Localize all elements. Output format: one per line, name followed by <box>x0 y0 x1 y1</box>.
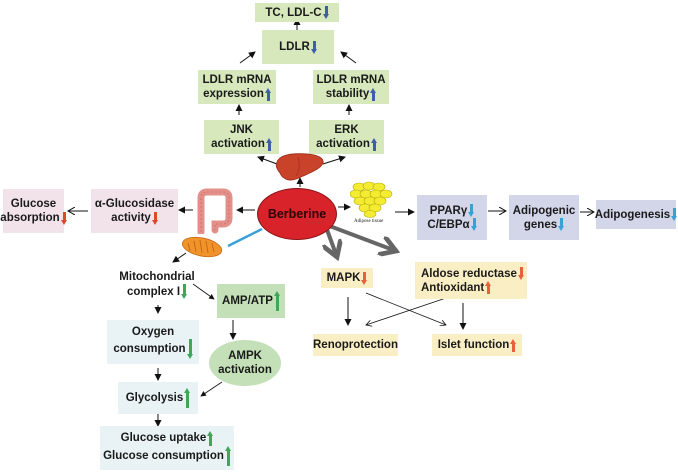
up-arrow-icon <box>273 291 280 311</box>
arrow-liver-to-erk <box>322 155 346 165</box>
up-arrow-icon <box>264 87 271 101</box>
islet-function-box: Islet function <box>432 334 522 356</box>
up-arrow-icon <box>265 137 272 151</box>
aldose-antioxidant-box: Aldose reductase Antioxidant <box>415 262 527 299</box>
up-arrow-icon <box>224 445 231 466</box>
arrow-mito-to-complex <box>172 252 187 263</box>
mitochondrial-complex-label: Mitochondrial complex I <box>119 271 195 299</box>
down-arrow-icon <box>322 6 329 19</box>
ldlr-box: LDLR <box>262 30 334 64</box>
renoprotection-box: Renoprotection <box>313 334 398 356</box>
up-arrow-icon <box>370 137 377 151</box>
adipogenic-genes-box: Adipogenic genes <box>509 195 579 240</box>
up-arrow-icon <box>184 388 191 408</box>
glucose-absorption-box: Glucose absorption <box>0 189 67 233</box>
ppar-cebp-box: PPARγ C/EBPα <box>417 195 487 240</box>
intestine-icon <box>197 188 233 234</box>
mitochondrion-icon <box>181 236 223 258</box>
ldlr-mrna-stability-box: LDLR mRNA stability <box>313 70 389 104</box>
arrow-stability-to-ldlr <box>340 51 357 64</box>
alpha-glucosidase-box: α-Glucosidase activity <box>91 189 178 233</box>
berberine-mito-link <box>227 227 263 248</box>
ampk-activation-node: AMPK activation <box>209 340 281 386</box>
up-arrow-icon <box>207 430 214 446</box>
down-arrow-icon <box>151 211 158 225</box>
arrow-complex-to-ampatp <box>192 283 215 300</box>
ldlr-mrna-expression-box: LDLR mRNA expression <box>198 70 276 104</box>
down-arrow-icon <box>517 267 524 280</box>
down-arrow-icon <box>310 40 317 54</box>
down-arrow-icon <box>361 271 368 285</box>
jnk-activation-box: JNK activation <box>204 120 279 154</box>
mapk-box: MAPK <box>321 268 373 288</box>
big-arrow-to-aldose <box>326 223 396 251</box>
adipogenesis-box: Adipogenesis <box>595 200 678 229</box>
up-arrow-icon <box>485 281 492 294</box>
down-arrow-icon <box>60 211 67 225</box>
liver-icon <box>275 153 324 181</box>
arrow-ampk-to-glycolysis <box>200 381 223 397</box>
oxygen-consumption-box: Oxygen consumption <box>107 320 199 364</box>
down-arrow-icon <box>671 208 678 221</box>
glycolysis-box: Glycolysis <box>118 382 198 414</box>
tc-ldlc-box: TC, LDL-C <box>255 3 339 22</box>
adipose-tissue-icon <box>350 181 393 218</box>
erk-activation-box: ERK activation <box>309 120 384 154</box>
arrow-antioxidant-to-renoprotection <box>366 297 447 325</box>
down-arrow-icon <box>558 218 565 231</box>
arrow-mapk-to-islet <box>365 292 446 325</box>
berberine-node: Berberine <box>257 188 337 240</box>
big-arrow-to-mapk <box>326 226 337 257</box>
down-arrow-icon <box>468 204 475 217</box>
adipose-tissue-label: Adipose tissue <box>354 219 384 224</box>
glucose-uptake-consumption-box: Glucose uptake Glucose consumption <box>100 426 234 470</box>
down-arrow-icon <box>181 284 188 299</box>
up-arrow-icon <box>510 338 517 352</box>
arrow-liver-to-jnk <box>257 155 278 165</box>
down-arrow-icon <box>470 218 477 231</box>
amp-atp-box: AMP/ATP <box>217 284 285 318</box>
down-arrow-icon <box>186 339 193 359</box>
arrow-expression-to-ldlr <box>239 51 256 64</box>
up-arrow-icon <box>370 87 377 101</box>
